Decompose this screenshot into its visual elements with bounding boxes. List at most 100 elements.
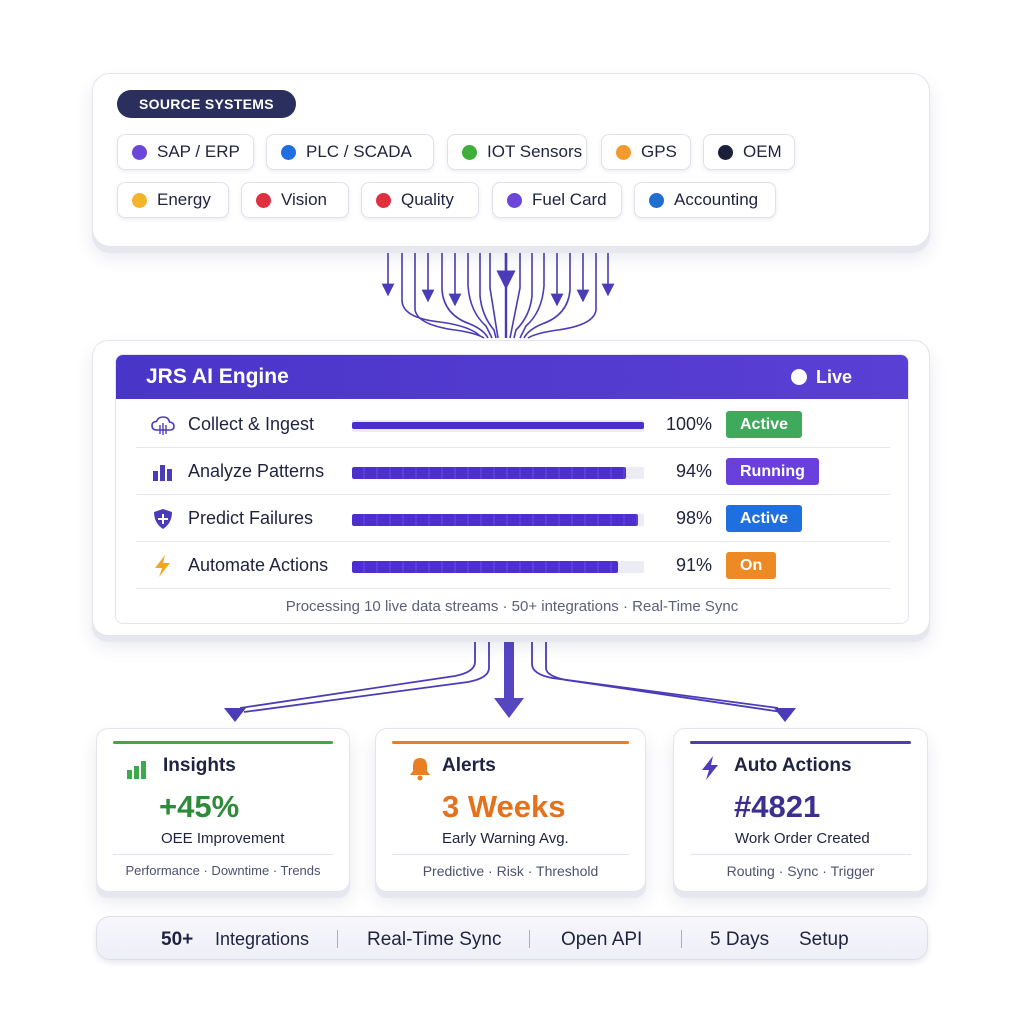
progress-bar [352, 467, 644, 479]
setup-value: 5 Days [710, 929, 770, 950]
arrow-down-icon [774, 708, 796, 722]
status-dot [507, 192, 522, 208]
progress-fill [352, 514, 639, 526]
chip-label: Fuel Card [532, 190, 607, 209]
card-accent [392, 741, 629, 744]
stats-bar: 50+ Integrations Real-Time Sync Open API… [96, 916, 928, 960]
progress-percent: 91% [675, 555, 712, 575]
card-tags: Routing · Sync · Trigger [726, 863, 875, 879]
engine-to-output-lines [239, 642, 783, 713]
card-caption: OEE Improvement [161, 830, 285, 847]
live-indicator: Live [790, 366, 852, 388]
status-dot [132, 144, 147, 160]
ai-engine-card: JRS AI Engine Live Collect & Ingest 100%… [115, 354, 909, 624]
divider [681, 930, 682, 948]
lightning-icon [155, 555, 170, 577]
progress-fill [352, 561, 618, 573]
card-accent [690, 741, 911, 744]
card-tags: Performance · Downtime · Trends [125, 863, 321, 878]
progress-fill [352, 422, 644, 429]
source-chip-plc-scada[interactable]: PLC / SCADA [266, 134, 434, 170]
engine-footer: Processing 10 live data streams · 50+ in… [285, 598, 739, 615]
alerts-card[interactable]: Alerts 3 Weeks Early Warning Avg. Predic… [375, 728, 646, 892]
stage-row-analyze: Analyze Patterns 94% Running [136, 448, 890, 495]
source-chip-accounting[interactable]: Accounting [634, 182, 776, 218]
stage-row-predict: Predict Failures 98% Active [136, 495, 890, 542]
card-metric: 3 Weeks [442, 789, 566, 824]
stage-label: Analyze Patterns [188, 461, 325, 481]
status-dot [281, 144, 296, 160]
card-title: Alerts [442, 755, 496, 776]
insights-card[interactable]: Insights +45% OEE Improvement Performanc… [96, 728, 350, 892]
status-dot [462, 144, 477, 160]
stage-row-automate: Automate Actions 91% On [136, 542, 890, 589]
chip-label: OEM [743, 142, 782, 161]
progress-percent: 98% [675, 508, 712, 528]
divider [690, 854, 911, 855]
progress-percent: 94% [675, 461, 712, 481]
shield-plus-icon [154, 509, 172, 529]
source-chip-iot-sensors[interactable]: IOT Sensors [447, 134, 587, 170]
card-title: Auto Actions [734, 755, 852, 776]
status-badge: On [726, 552, 777, 579]
source-systems-label: SOURCE SYSTEMS [117, 90, 296, 118]
progress-fill [352, 467, 627, 479]
realtime-sync-label: Real-Time Sync [367, 929, 502, 950]
status-dot [649, 192, 664, 208]
bell-icon [410, 758, 430, 781]
divider [392, 854, 629, 855]
stage-label: Automate Actions [188, 555, 329, 575]
arrow-down-icon [494, 698, 524, 718]
chip-label: GPS [641, 142, 677, 161]
card-accent [113, 741, 333, 744]
source-chip-vision[interactable]: Vision [241, 182, 349, 218]
status-dot [132, 192, 147, 208]
lightning-icon [702, 756, 718, 780]
source-chip-oem[interactable]: OEM [703, 134, 795, 170]
progress-bar [352, 561, 644, 573]
status-dot [376, 192, 391, 208]
live-label: Live [815, 366, 852, 387]
stage-row-collect: Collect & Ingest 100% Active [136, 401, 890, 448]
ai-engine-panel: JRS AI Engine Live Collect & Ingest 100%… [92, 340, 930, 636]
progress-bar [352, 514, 644, 526]
divider [529, 930, 530, 948]
card-title: Insights [163, 755, 236, 776]
status-dot [256, 192, 271, 208]
source-chip-sap-erp[interactable]: SAP / ERP [117, 134, 254, 170]
main-output-stem [504, 642, 514, 702]
chip-label: Quality [401, 190, 454, 209]
chip-label: Energy [157, 190, 211, 209]
stage-label: Predict Failures [188, 508, 314, 528]
bar-chart-icon [127, 761, 146, 779]
chip-label: PLC / SCADA [306, 142, 412, 161]
progress-percent: 100% [665, 414, 712, 434]
engine-title: JRS AI Engine [146, 365, 289, 388]
card-caption: Work Order Created [735, 830, 870, 847]
cloud-icon [151, 416, 175, 435]
card-metric: +45% [159, 789, 240, 824]
bar-chart-icon [153, 465, 172, 481]
chip-label: Accounting [674, 190, 759, 209]
source-chip-gps[interactable]: GPS [601, 134, 691, 170]
auto-actions-card[interactable]: Auto Actions #4821 Work Order Created Ro… [673, 728, 928, 892]
setup-label: Setup [799, 929, 849, 950]
live-dot-icon [790, 369, 807, 385]
engine-header: JRS AI Engine Live [116, 355, 908, 399]
source-chip-fuel-card[interactable]: Fuel Card [492, 182, 622, 218]
status-dot [616, 144, 631, 160]
card-metric: #4821 [734, 789, 821, 824]
chip-label: IOT Sensors [487, 142, 583, 161]
open-api-label: Open API [561, 929, 643, 950]
source-chip-quality[interactable]: Quality [361, 182, 479, 218]
source-chip-energy[interactable]: Energy [117, 182, 229, 218]
source-systems-panel: SOURCE SYSTEMS SAP / ERP PLC / SCADA IOT… [92, 73, 930, 247]
divider [113, 854, 333, 855]
chip-label: Vision [281, 190, 327, 209]
chip-label: SAP / ERP [157, 142, 240, 161]
divider [337, 930, 338, 948]
card-caption: Early Warning Avg. [442, 830, 569, 847]
status-badge: Active [726, 411, 803, 438]
integrations-label: Integrations [215, 929, 310, 949]
arrow-down-icon [224, 708, 246, 722]
